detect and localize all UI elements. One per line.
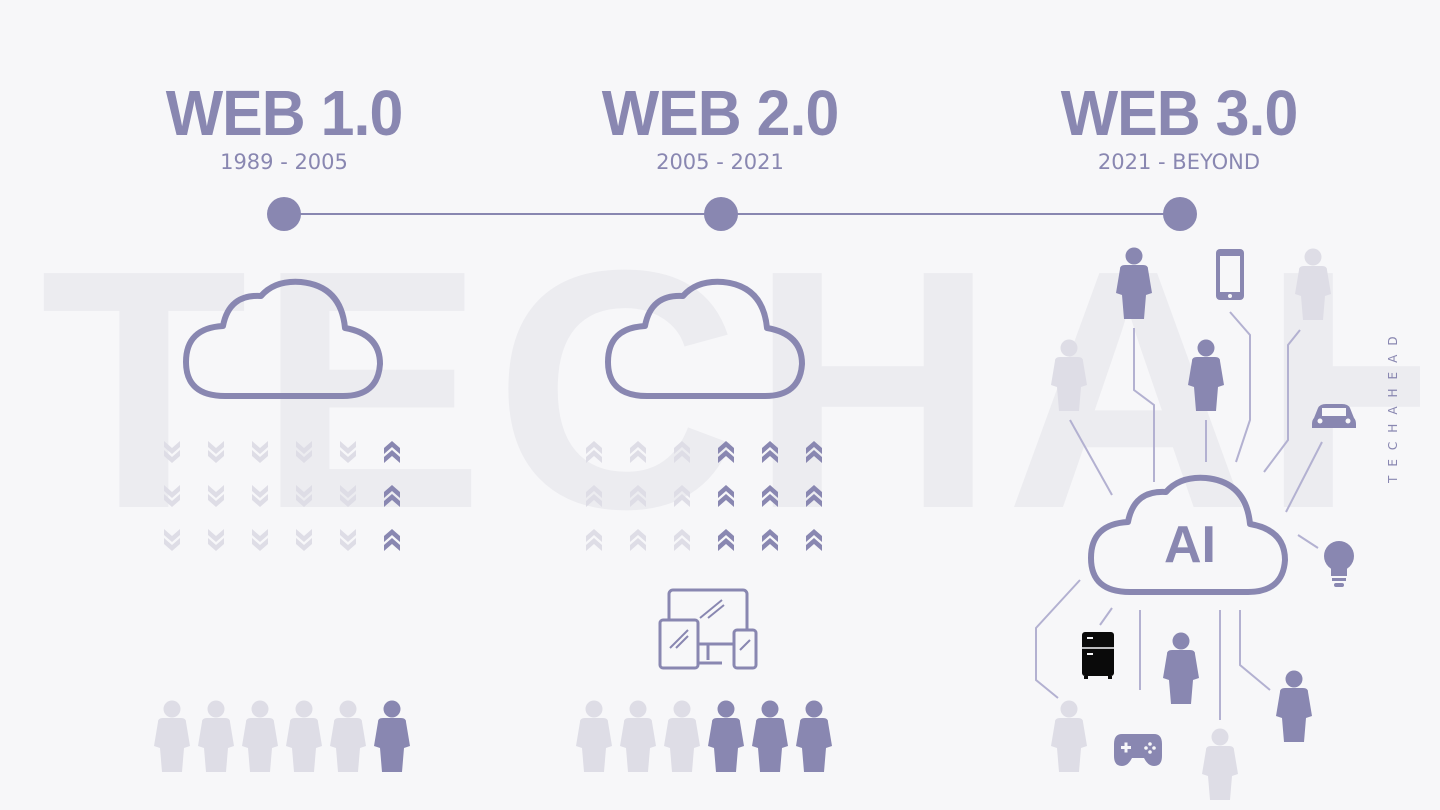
chevron-up-icon [806,485,822,507]
chevron-down-icon [340,441,356,463]
smartphone-icon [1216,249,1244,300]
chevron-up-icon [718,529,734,551]
web2-arrow-grid [586,441,822,551]
chevron-up-icon [586,529,602,551]
person-icon [1188,339,1224,411]
chevron-up-icon [630,529,646,551]
chevron-down-icon [296,529,312,551]
ai-label: AI [1164,516,1216,574]
person-icon [374,700,410,772]
person-icon [154,700,190,772]
chevron-up-icon [630,485,646,507]
gamepad-icon [1114,734,1162,766]
chevron-up-icon [384,441,400,463]
chevron-down-icon [252,529,268,551]
chevron-up-icon [806,529,822,551]
timeline-node-web3 [1163,197,1197,231]
chevron-down-icon [208,441,224,463]
chevron-up-icon [586,485,602,507]
era-title-web3: WEB 3.0 [1060,77,1299,149]
chevron-up-icon [762,441,778,463]
chevron-up-icon [718,441,734,463]
chevron-up-icon [674,485,690,507]
chevron-up-icon [762,529,778,551]
chevron-down-icon [208,485,224,507]
era-years-web1: 1989 - 2005 [220,150,348,174]
person-icon [330,700,366,772]
chevron-up-icon [674,441,690,463]
person-icon [242,700,278,772]
chevron-down-icon [208,529,224,551]
person-icon [1295,248,1331,320]
chevron-up-icon [674,529,690,551]
person-icon [1116,247,1152,319]
cloud-icon [186,282,380,396]
lightbulb-icon [1324,541,1354,587]
web1-section [154,282,410,772]
person-icon [286,700,322,772]
web2-people-row [576,700,832,772]
person-icon [1163,632,1199,704]
chevron-up-icon [718,485,734,507]
web1-people-row [154,700,410,772]
web1-arrow-grid [164,441,400,551]
era-years-web2: 2005 - 2021 [656,150,784,174]
person-icon [576,700,612,772]
chevron-down-icon [340,529,356,551]
devices-icon [658,588,758,670]
chevron-down-icon [164,529,180,551]
fridge-icon [1082,632,1114,679]
person-icon [1202,728,1238,800]
chevron-up-icon [630,441,646,463]
person-icon [664,700,700,772]
person-icon [752,700,788,772]
brand-vertical: TECHAHEAD [1386,327,1400,483]
cloud-icon [608,282,802,396]
person-icon [620,700,656,772]
chevron-down-icon [296,485,312,507]
timeline [267,197,1197,231]
web3-nodes [1051,247,1356,800]
chevron-down-icon [252,485,268,507]
chevron-up-icon [384,485,400,507]
chevron-up-icon [586,441,602,463]
person-icon [708,700,744,772]
chevron-up-icon [384,529,400,551]
chevron-up-icon [762,485,778,507]
timeline-node-web1 [267,197,301,231]
person-icon [1051,700,1087,772]
person-icon [1051,339,1087,411]
chevron-down-icon [252,441,268,463]
era-title-web1: WEB 1.0 [165,77,404,149]
era-years-web3: 2021 - BEYOND [1097,150,1261,174]
person-icon [796,700,832,772]
chevron-up-icon [806,441,822,463]
chevron-down-icon [164,485,180,507]
chevron-down-icon [296,441,312,463]
person-icon [198,700,234,772]
timeline-node-web2 [704,197,738,231]
era-title-web2: WEB 2.0 [601,77,840,149]
person-icon [1276,670,1312,742]
web2-section [576,282,832,772]
web3-connections [1035,311,1323,720]
chevron-down-icon [340,485,356,507]
chevron-down-icon [164,441,180,463]
car-icon [1312,404,1356,428]
